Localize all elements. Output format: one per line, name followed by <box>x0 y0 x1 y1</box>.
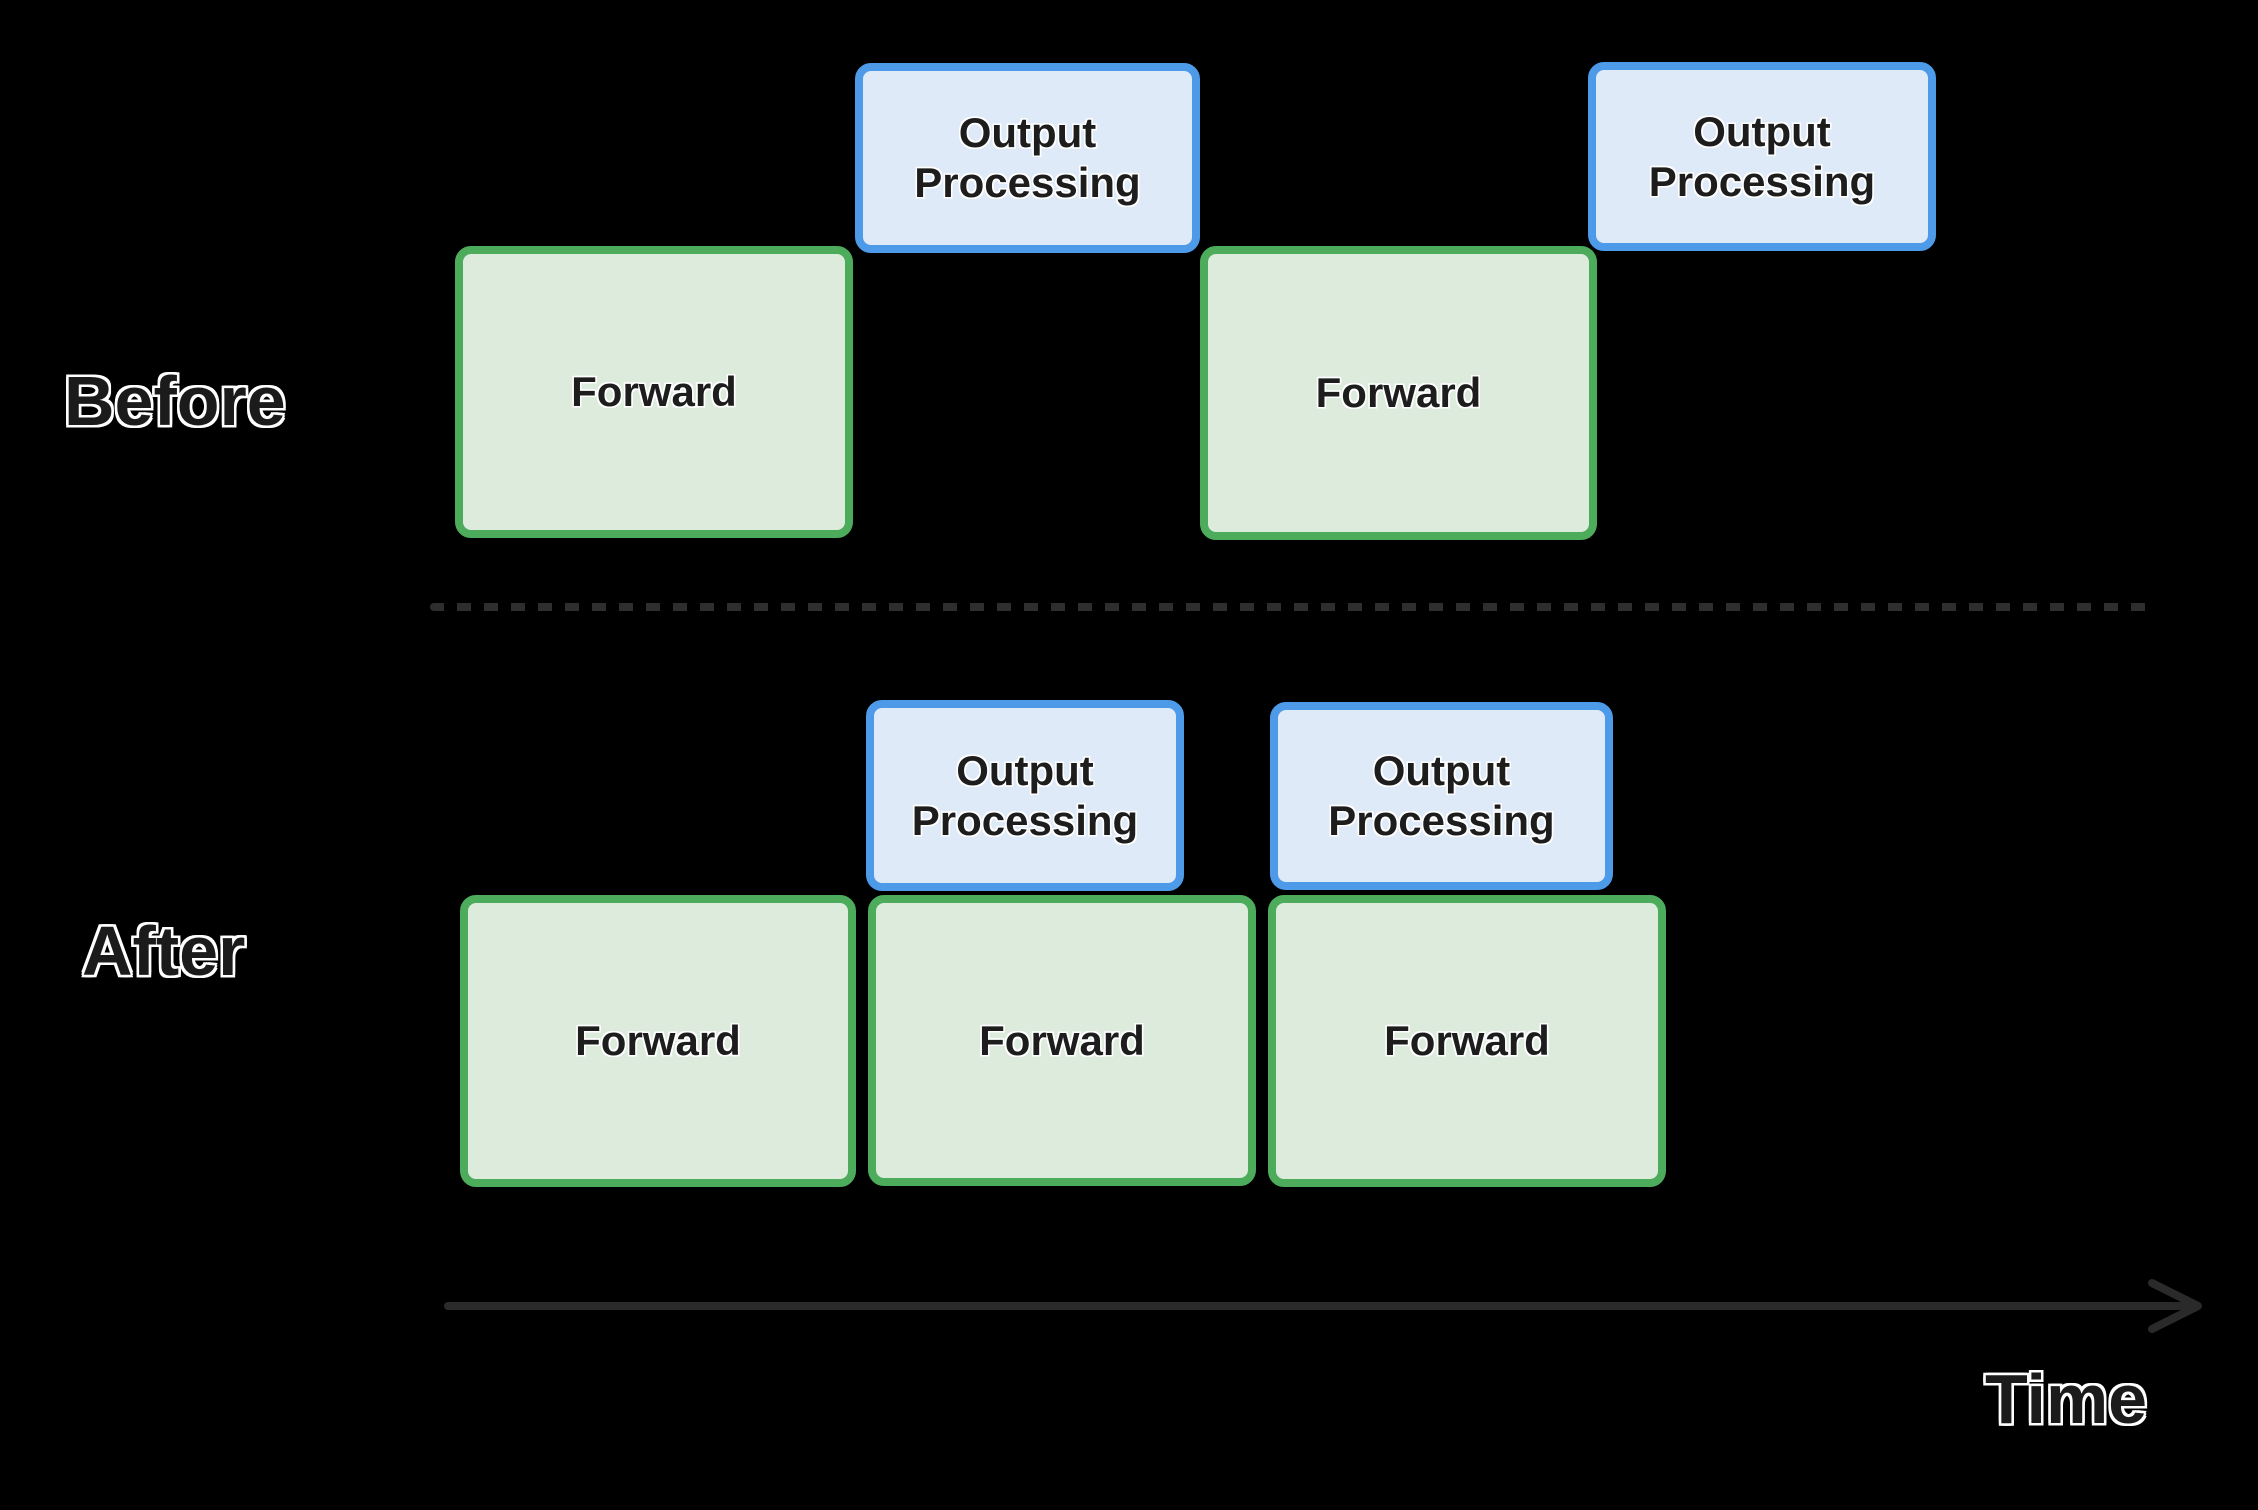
box-label: Forward <box>1315 369 1482 417</box>
box-label: Forward <box>979 1016 1145 1064</box>
after-forward-box-2: Forward <box>868 895 1256 1186</box>
before-output-processing-box-1: Output Processing <box>855 63 1200 253</box>
after-output-processing-box-1: Output Processing <box>866 700 1184 891</box>
time-axis-arrow <box>444 1279 2202 1333</box>
box-label: Output Processing <box>914 109 1141 206</box>
time-axis-label: Time <box>1985 1360 2148 1438</box>
before-forward-box-2: Forward <box>1200 246 1597 540</box>
after-row-label: After <box>82 912 246 990</box>
box-label: Forward <box>571 368 737 416</box>
before-output-processing-box-2: Output Processing <box>1588 62 1936 251</box>
after-forward-box-1: Forward <box>460 895 856 1187</box>
after-output-processing-box-2: Output Processing <box>1270 702 1613 890</box>
after-forward-box-3: Forward <box>1268 895 1666 1187</box>
box-label: Output Processing <box>1648 107 1876 205</box>
box-label: Output Processing <box>911 746 1139 844</box>
box-label: Output Processing <box>1328 747 1555 844</box>
row-divider-dashed-line <box>430 603 2156 611</box>
box-label: Forward <box>1384 1017 1550 1065</box>
before-row-label: Before <box>64 362 286 440</box>
box-label: Forward <box>575 1017 741 1065</box>
before-forward-box-1: Forward <box>455 246 853 538</box>
